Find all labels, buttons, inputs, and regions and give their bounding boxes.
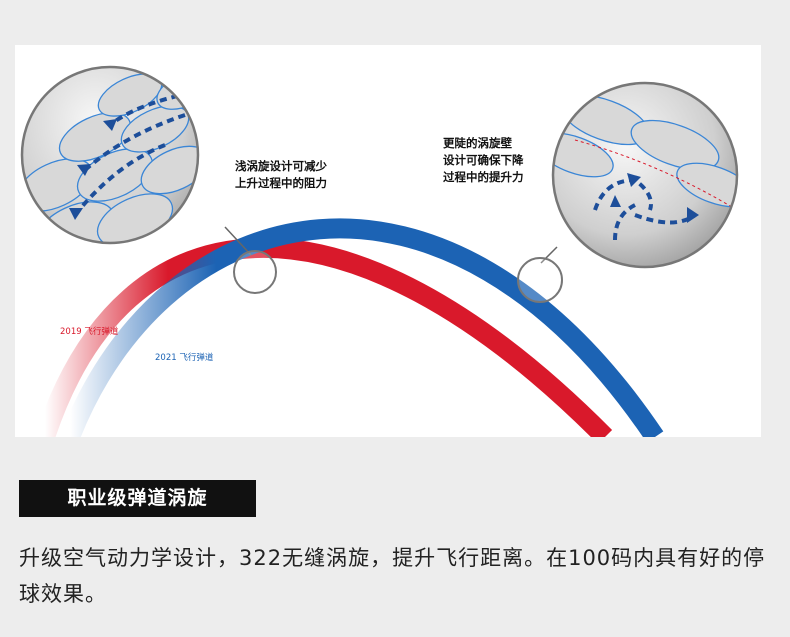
section-title: 职业级弹道涡旋	[19, 480, 256, 517]
legend-2021: 2021 飞行弹道	[155, 351, 213, 363]
callout-steep-vortex: 更陡的涡旋壁 设计可确保下降 过程中的提升力	[443, 135, 524, 186]
legend-2019: 2019 飞行弹道	[60, 325, 118, 337]
magnified-ball-right	[531, 75, 758, 275]
zoom-marker-left	[234, 251, 276, 293]
magnified-ball-left	[15, 45, 219, 270]
trajectory-diagram	[15, 45, 761, 437]
zoom-marker-right	[518, 258, 562, 302]
callout-shallow-vortex: 浅涡旋设计可减少 上升过程中的阻力	[235, 158, 327, 192]
trajectory-illustration: 浅涡旋设计可减少 上升过程中的阻力 更陡的涡旋壁 设计可确保下降 过程中的提升力…	[15, 45, 761, 437]
section-description: 升级空气动力学设计，322无缝涡旋，提升飞行距离。在100码内具有好的停球效果。	[19, 540, 769, 612]
